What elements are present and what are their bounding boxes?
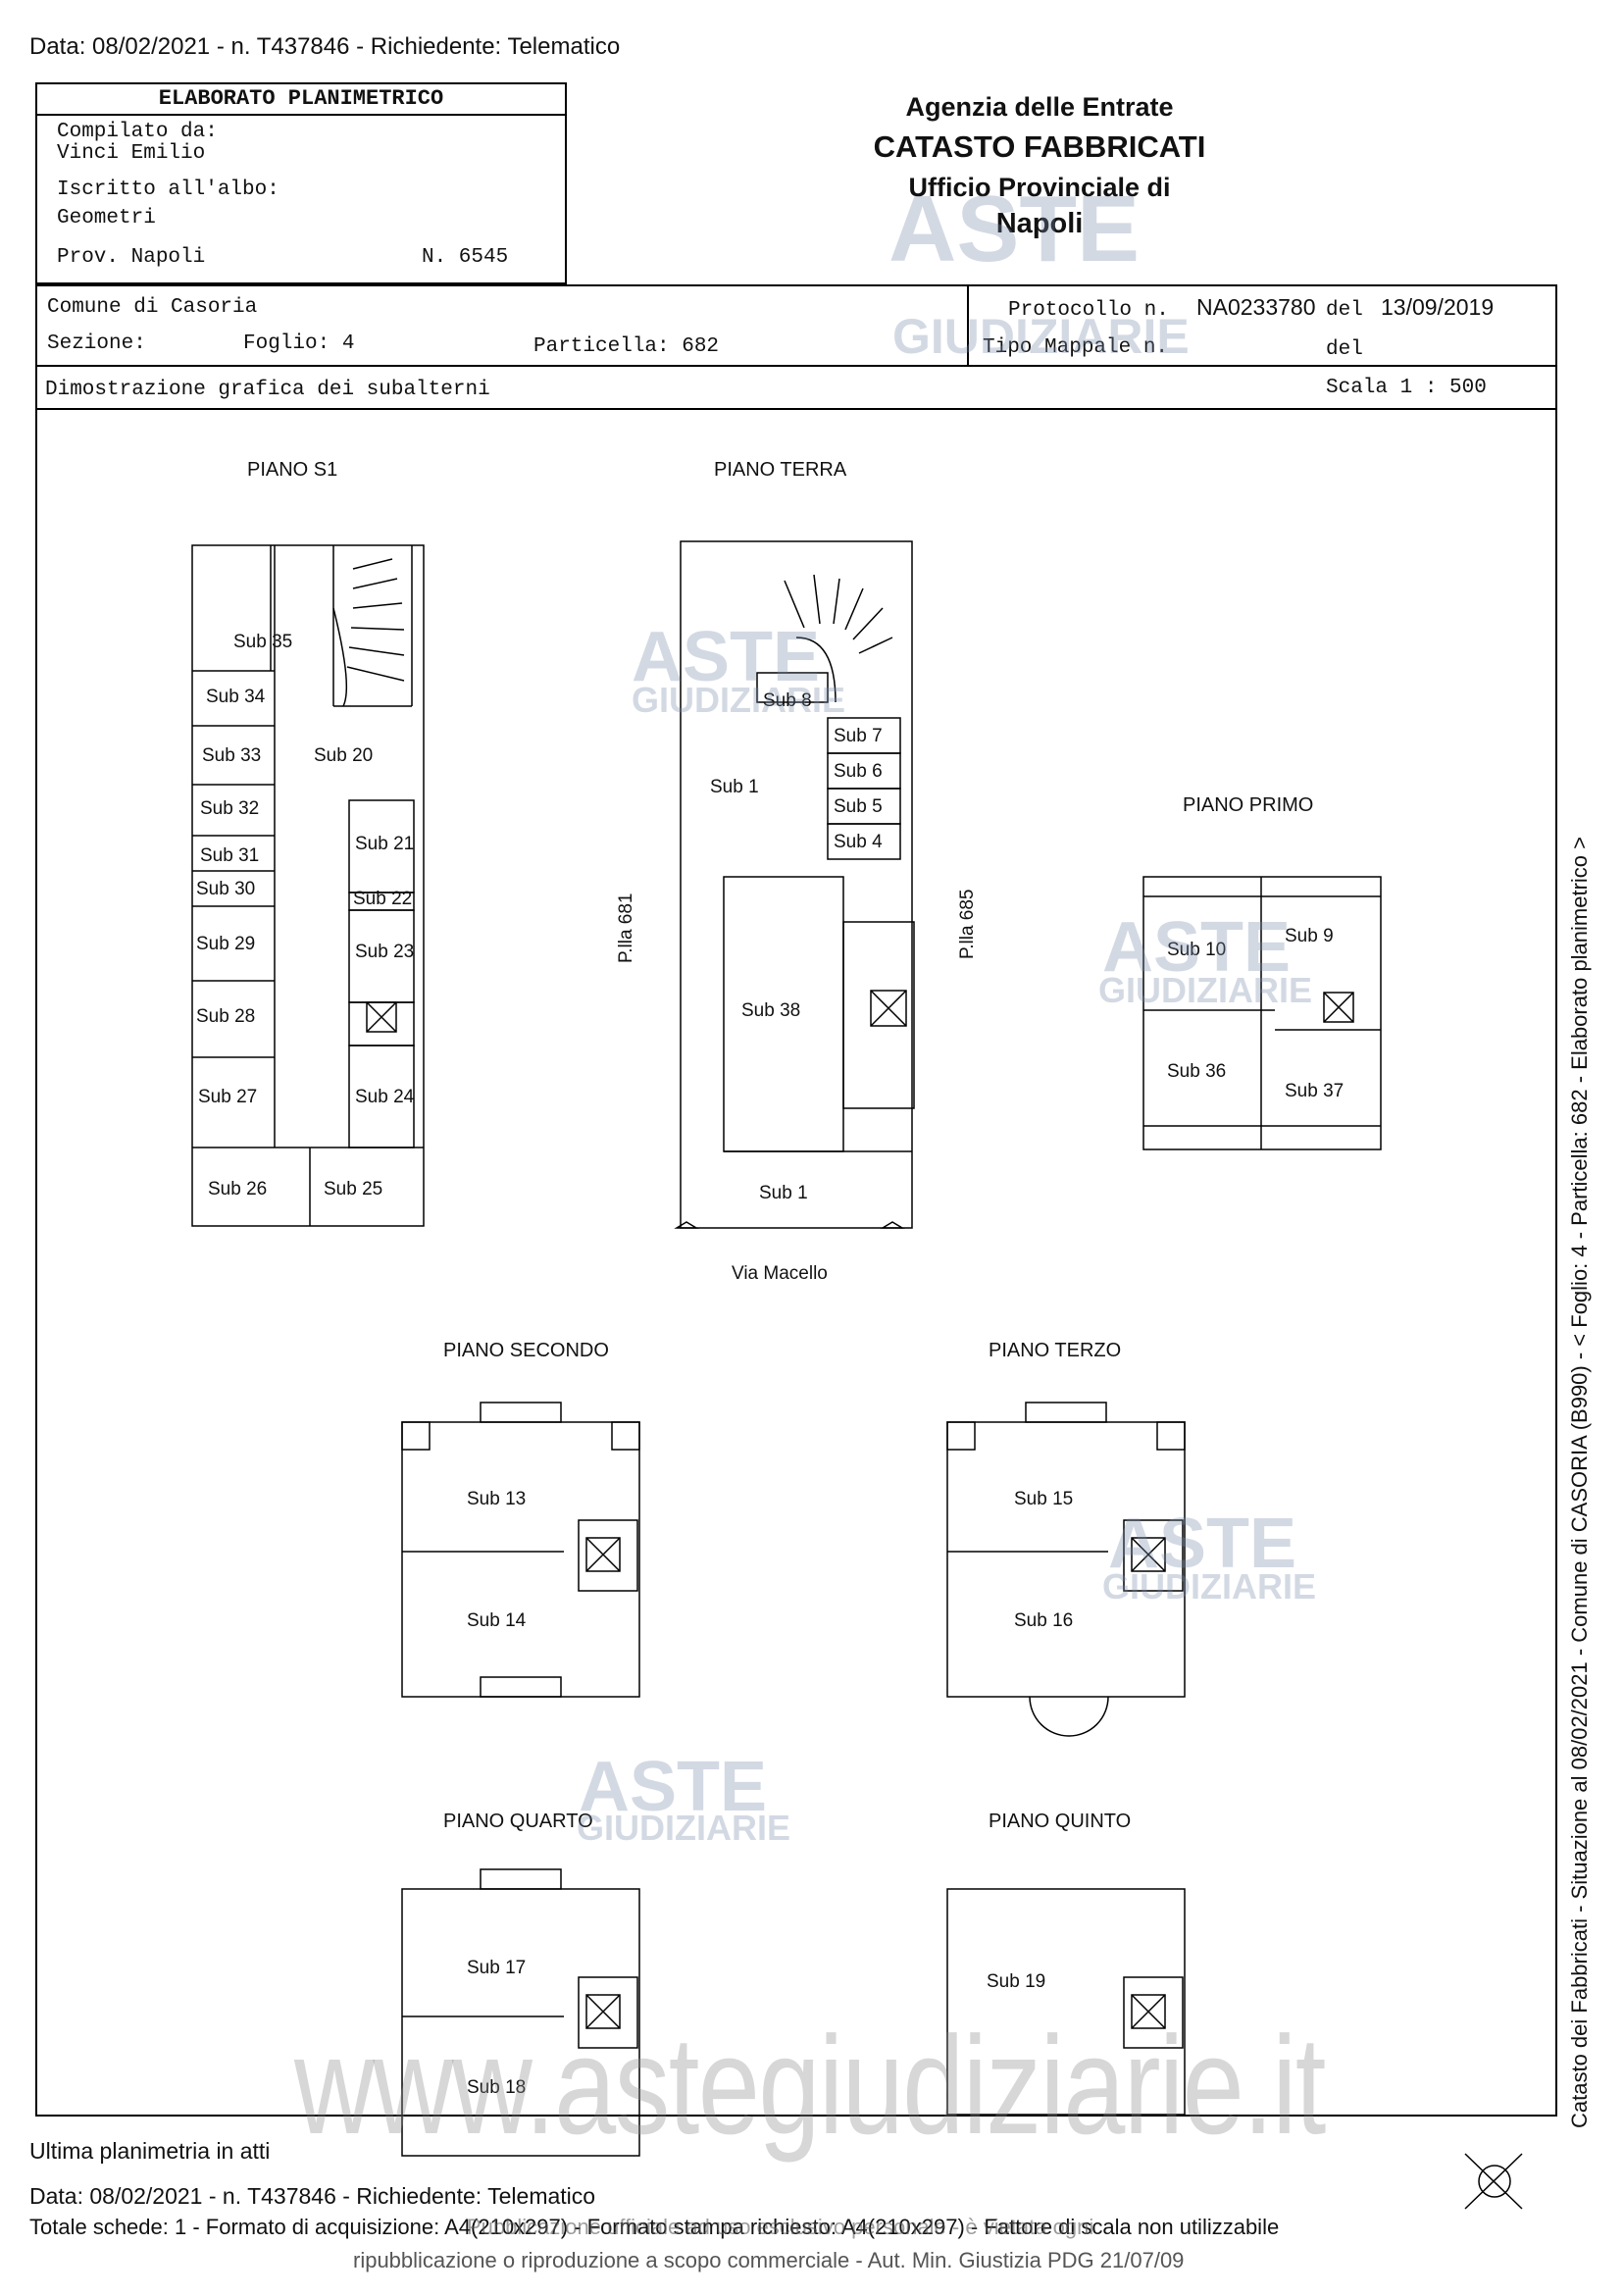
watermark-giudiziarie: GIUDIZIARIE (577, 1808, 791, 1848)
side-caption: Catasto dei Fabbricati - Situazione al 0… (1567, 836, 1592, 2128)
registered-label: Iscritto all'albo: (57, 179, 279, 201)
sub-label: Sub 26 (208, 1179, 268, 1199)
sub-label: Sub 18 (467, 2077, 527, 2098)
sub-label: Sub 7 (834, 726, 883, 746)
watermark-aste: ASTE (632, 618, 821, 696)
watermark-giudiziarie: GIUDIZIARIE (1102, 1566, 1317, 1607)
sub-label: Sub 28 (196, 1006, 256, 1027)
sub-label: Sub 32 (200, 798, 260, 819)
registration-number: N. 6545 (422, 246, 509, 269)
plan-title-s1: PIANO S1 (247, 459, 338, 481)
plan-title-quinto: PIANO QUINTO (989, 1811, 1132, 1832)
primo-outline (1142, 876, 1382, 1150)
row-divider (967, 284, 969, 367)
watermark-aste: ASTE (579, 1748, 768, 1826)
registered-value: Geometri (57, 207, 156, 230)
sub-label: Sub 9 (1285, 926, 1334, 946)
particella: Particella: 682 (533, 335, 720, 358)
secondo-outline (401, 1421, 640, 1698)
del-label-2: del (1326, 338, 1363, 361)
s1-outline (191, 544, 425, 1227)
sub-label: Sub 33 (202, 745, 262, 766)
sub-label: Sub 31 (200, 845, 260, 866)
sub-label: Sub 29 (196, 934, 256, 954)
sub-label: Sub 14 (467, 1610, 527, 1631)
sub-label: Sub 5 (834, 796, 883, 817)
sub-label: Sub 22 (353, 889, 413, 909)
sub-label: Sub 16 (1014, 1610, 1074, 1631)
sub-label: Sub 23 (355, 942, 415, 962)
protocollo-label: Protocollo n. (1008, 299, 1169, 322)
drawing-frame (35, 284, 1557, 2117)
del-label: del (1326, 299, 1363, 322)
province: Prov. Napoli (57, 246, 206, 269)
sub-label: Sub 21 (355, 834, 415, 854)
watermark-giudiziarie: GIUDIZIARIE (1098, 970, 1313, 1010)
tipo-mappale-label: Tipo Mappale n. (983, 336, 1169, 359)
compiled-name: Vinci Emilio (57, 142, 206, 165)
graphic-title: Dimostrazione grafica dei subalterni (45, 379, 490, 401)
watermark-giudiziarie: GIUDIZIARIE (632, 680, 846, 720)
catasto-title: CATASTO FABBRICATI (873, 129, 1206, 164)
footer-overlay-2: ripubblicazione o riproduzione a scopo c… (353, 2248, 1185, 2272)
sub-label: Sub 15 (1014, 1489, 1074, 1509)
quinto-outline (946, 1888, 1186, 2116)
watermark-aste: ASTE (1102, 908, 1292, 987)
sub-label: Sub 35 (233, 632, 293, 652)
watermark-aste: ASTE (1108, 1505, 1297, 1583)
watermark-aste: ASTE (888, 177, 1141, 281)
plan-title-primo: PIANO PRIMO (1183, 794, 1314, 816)
sub-label: Sub 37 (1285, 1081, 1345, 1101)
sub-label: Sub 36 (1167, 1061, 1227, 1082)
plan-title-secondo: PIANO SECONDO (443, 1340, 609, 1361)
protocollo-value: NA0233780 (1196, 294, 1316, 320)
sub-label: Sub 24 (355, 1087, 415, 1107)
sezione: Sezione: (47, 332, 146, 355)
sub-label: Sub 17 (467, 1958, 527, 1978)
plan-title-terzo: PIANO TERZO (989, 1340, 1122, 1361)
sub-label: Sub 27 (198, 1087, 258, 1107)
compiled-label: Compilato da: (57, 121, 218, 143)
sub-label: Sub 13 (467, 1489, 527, 1509)
agency-name: Agenzia delle Entrate (905, 92, 1174, 122)
document-title: ELABORATO PLANIMETRICO (35, 82, 567, 116)
sub-label: Sub 4 (834, 832, 883, 852)
comune: Comune di Casoria (47, 296, 258, 319)
watermark-giudiziarie: GIUDIZIARIE (892, 309, 1190, 364)
sub-label: Sub 10 (1167, 940, 1227, 960)
sub-label: Sub 1 (759, 1183, 808, 1203)
footer-data-line: Data: 08/02/2021 - n. T437846 - Richiede… (29, 2183, 596, 2209)
sub-label: Sub 1 (710, 777, 759, 797)
terra-outline (680, 540, 913, 1229)
plan-title-quarto: PIANO QUARTO (443, 1811, 593, 1832)
sub-label: Sub 30 (196, 879, 256, 899)
sub-label: Sub 8 (763, 690, 812, 711)
scale: Scala 1 : 500 (1326, 377, 1487, 399)
watermark-url: www.astegiudiziarie.it (294, 2008, 1326, 2164)
footer-totale: Totale schede: 1 - Formato di acquisizio… (29, 2215, 1280, 2239)
sub-label: Sub 6 (834, 761, 883, 782)
parcel-label-left: P.lla 681 (616, 893, 636, 964)
sub-label: Sub 20 (314, 745, 374, 766)
last-plan-note: Ultima planimetria in atti (29, 2138, 271, 2164)
protocollo-date: 13/09/2019 (1381, 294, 1495, 320)
office-name: Ufficio Provinciale di (908, 173, 1171, 202)
sub-label: Sub 38 (741, 1000, 801, 1021)
street-name: Via Macello (732, 1263, 828, 1284)
office-city: Napoli (995, 208, 1084, 239)
compiler-box (35, 82, 567, 284)
parcel-label-right: P.lla 685 (957, 889, 978, 960)
sub-label: Sub 34 (206, 687, 266, 707)
plan-title-terra: PIANO TERRA (714, 459, 847, 481)
sub-label: Sub 19 (987, 1971, 1046, 1992)
footer-overlay-1: Pubblicazione ufficiale ad uso esclusivo… (467, 2215, 1094, 2239)
sub-label: Sub 25 (324, 1179, 383, 1199)
header-line: Data: 08/02/2021 - n. T437846 - Richiede… (29, 33, 621, 60)
foglio: Foglio: 4 (243, 332, 355, 355)
